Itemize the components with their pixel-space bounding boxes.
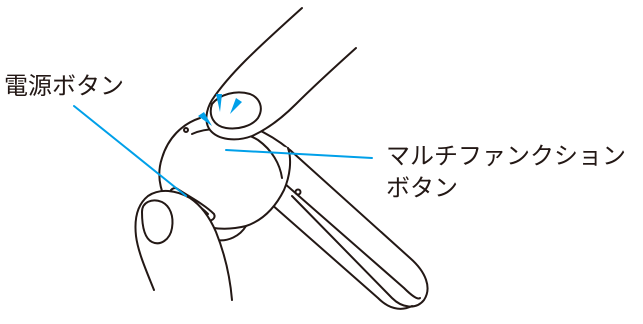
multifunction-button-label: マルチファンクション ボタン: [386, 140, 626, 204]
power-button-label: 電源ボタン: [4, 70, 124, 102]
multifunction-button-label-line2: ボタン: [386, 172, 626, 204]
multifunction-button-label-line1: マルチファンクション: [386, 140, 626, 172]
finger-icon: [206, 8, 356, 139]
